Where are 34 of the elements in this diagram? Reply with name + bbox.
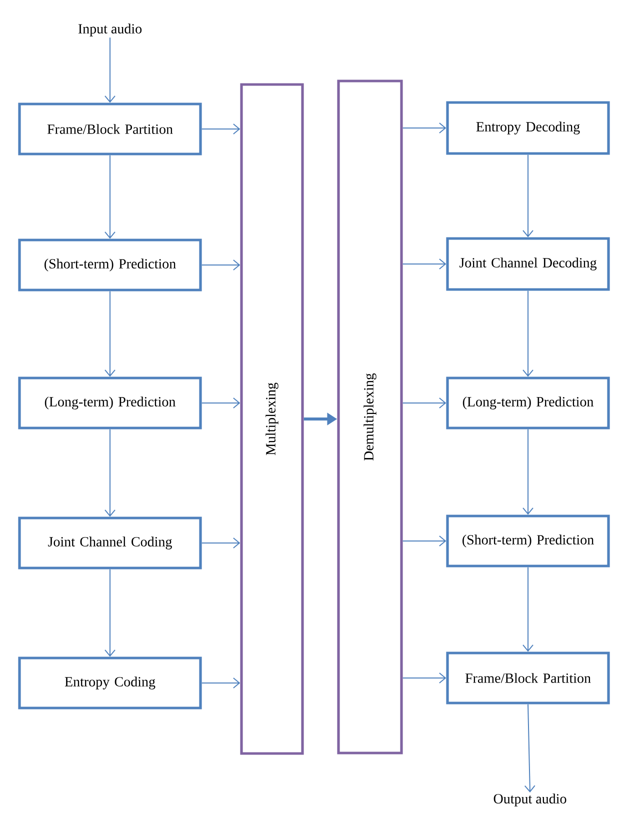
arrow [201, 124, 240, 134]
arrow [201, 678, 240, 688]
audio-label: Input audio [78, 24, 142, 36]
process-box: (Short-term) Prediction [446, 514, 610, 568]
arrow [201, 398, 240, 408]
process-box: Entropy Decoding [446, 101, 610, 155]
process-box: Joint Channel Decoding [446, 237, 610, 291]
process-box: (Long-term) Prediction [18, 376, 202, 430]
arrow [104, 428, 116, 517]
arrow [201, 260, 240, 270]
process-box: Entropy Coding [18, 656, 202, 710]
process-box: Frame/Block Partition [18, 102, 202, 156]
arrow [522, 428, 534, 515]
arrow [402, 122, 446, 134]
multiplexer-bar: Multiplexing [240, 83, 304, 755]
process-box: Frame/Block Partition [446, 652, 610, 704]
process-box: (Short-term) Prediction [18, 238, 202, 292]
audio-label: Output audio [494, 794, 566, 806]
arrow [522, 290, 534, 377]
arrow [522, 566, 534, 652]
arrow [104, 37, 116, 103]
demultiplexer-bar: Demultiplexing [337, 80, 403, 754]
arrow [201, 538, 240, 548]
arrow [524, 704, 536, 792]
process-box: Joint Channel Coding [18, 516, 202, 570]
arrow [522, 154, 534, 238]
arrow [402, 536, 446, 546]
arrow [402, 398, 446, 408]
arrow [104, 290, 116, 377]
arrow [104, 154, 116, 239]
arrow [402, 672, 446, 684]
arrow [402, 258, 446, 270]
arrow [104, 568, 116, 657]
process-box: (Long-term) Prediction [446, 376, 610, 430]
